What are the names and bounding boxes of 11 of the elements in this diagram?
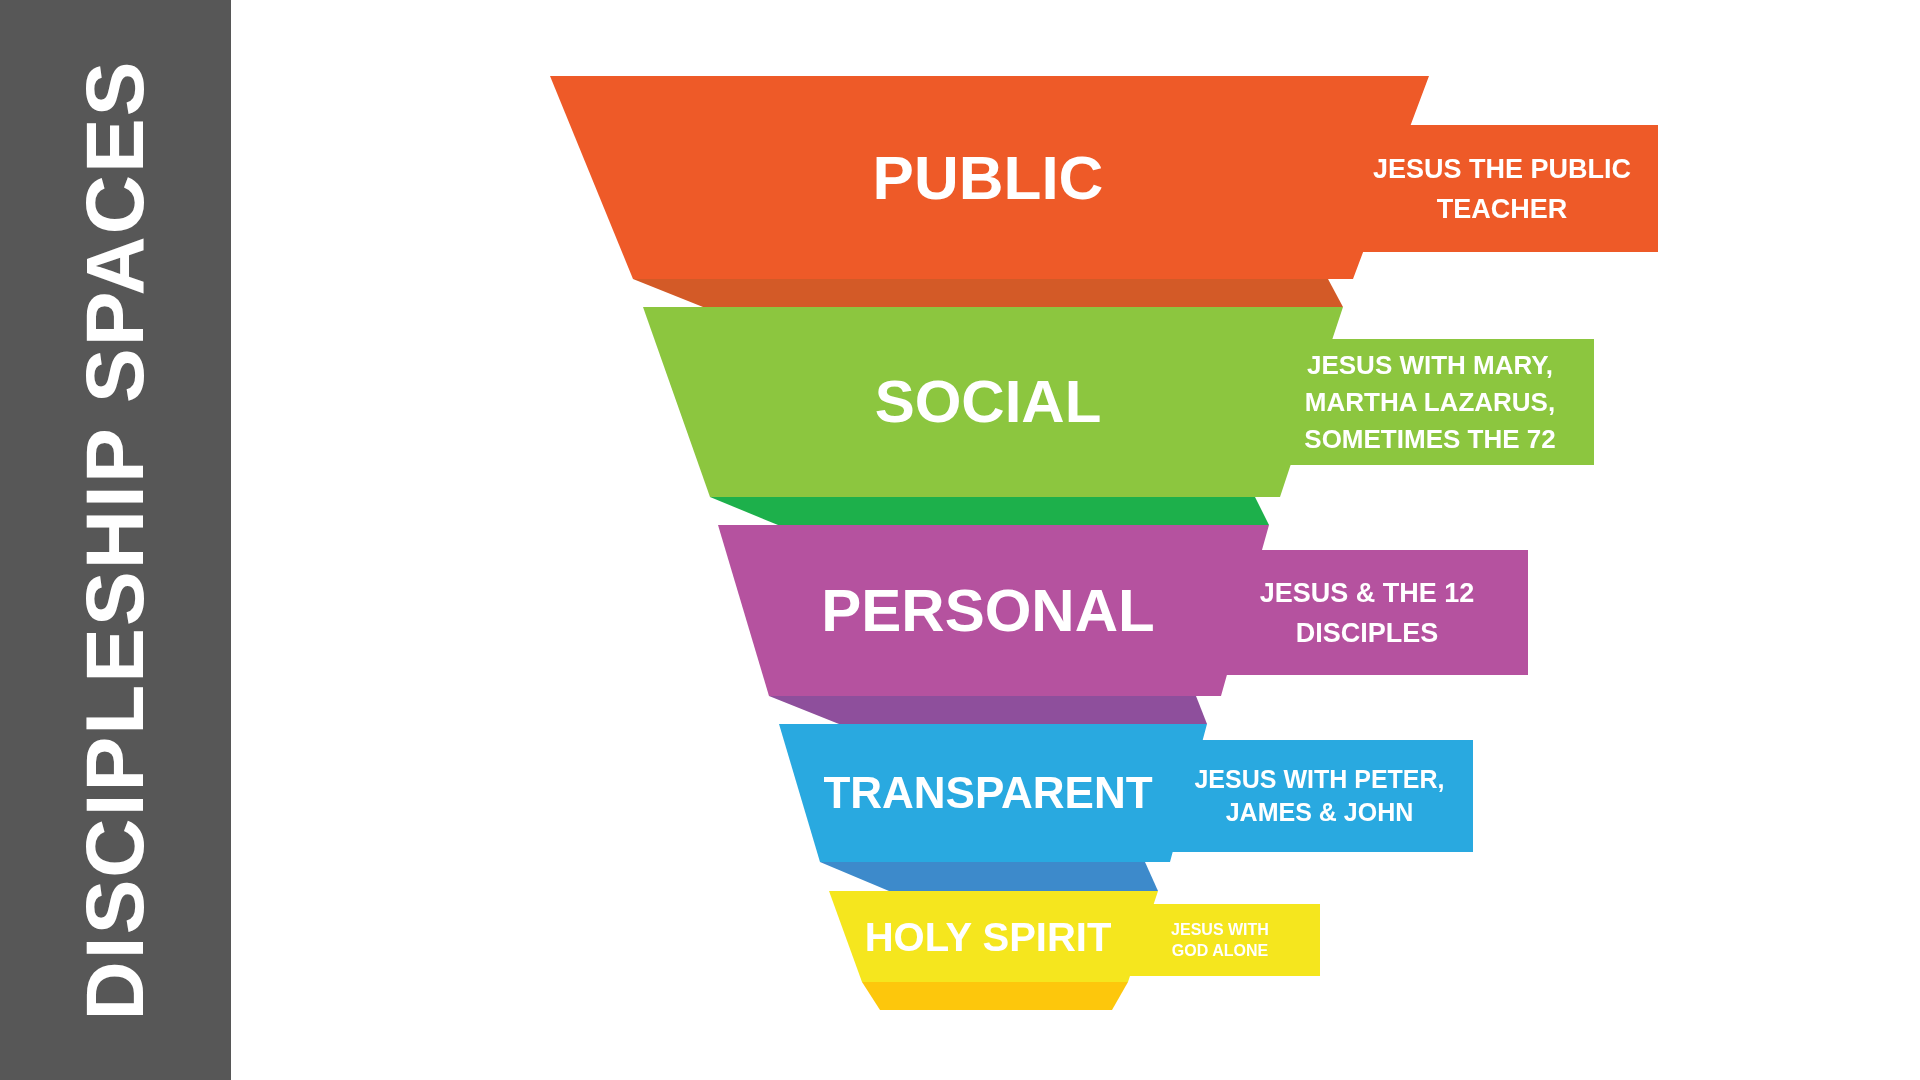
tab-text: JESUS WITH GOD ALONE <box>1170 920 1270 961</box>
tab-text: JESUS & THE 12 DISCIPLES <box>1258 576 1476 650</box>
layer-label: PERSONAL <box>821 580 1155 641</box>
tab-text: JESUS WITH MARY, MARTHA LAZARUS, SOMETIMES THE 72 <box>1303 348 1557 456</box>
layer-label: SOCIAL <box>874 372 1102 432</box>
title: DISCIPLESHIP SPACES <box>74 59 156 1021</box>
tab-text: JESUS WITH PETER, JAMES & JOHN <box>1193 764 1446 828</box>
layer-label: HOLY SPIRIT <box>864 916 1112 957</box>
tab-text: JESUS THE PUBLIC TEACHER <box>1371 152 1632 226</box>
layer-label: PUBLIC <box>872 146 1104 209</box>
layer-label: TRANSPARENT <box>823 771 1153 815</box>
